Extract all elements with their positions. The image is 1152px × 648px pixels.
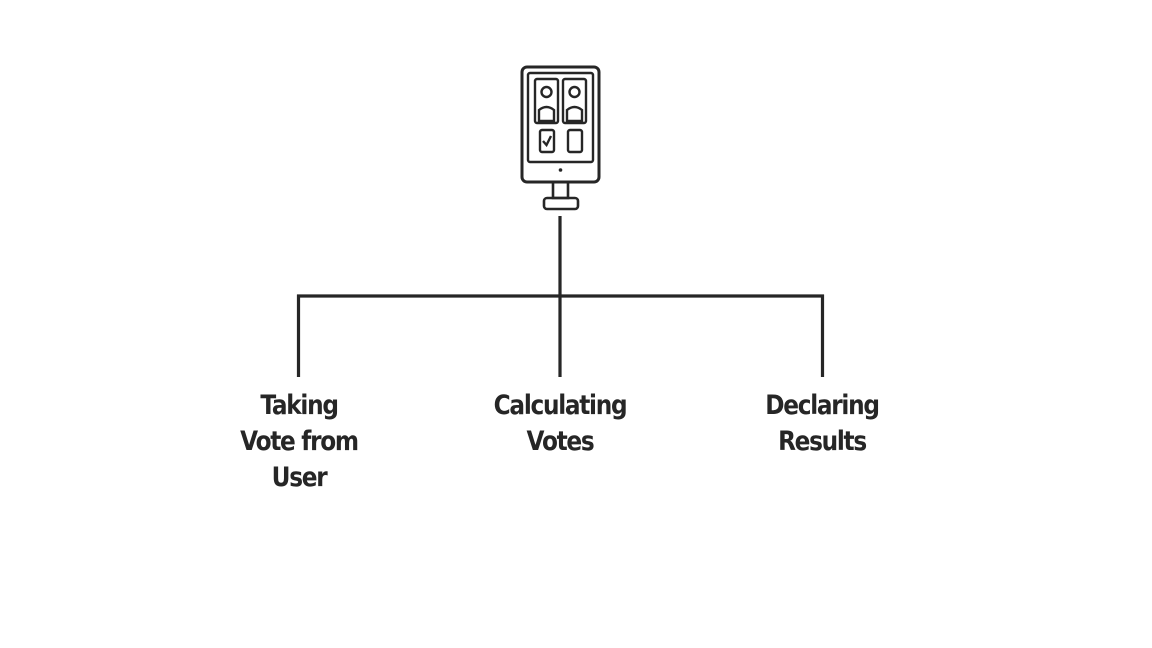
node-label-line: Taking xyxy=(260,390,339,421)
computer-voting-icon xyxy=(520,65,601,211)
node-declaring-results-label: Declaring Results xyxy=(753,388,891,460)
checked-box-icon xyxy=(538,128,556,154)
candidate-card-icon xyxy=(533,77,560,125)
node-taking-vote-label: Taking Vote from User xyxy=(230,388,368,496)
node-label-line: User xyxy=(271,462,328,493)
connector-lines xyxy=(296,216,825,377)
node-label-line: Declaring xyxy=(765,390,880,421)
node-label-line: Calculating xyxy=(493,390,628,421)
node-label-line: Votes xyxy=(526,426,595,457)
empty-box-icon xyxy=(566,128,584,154)
node-label-line: Results xyxy=(778,426,867,457)
candidate-card-icon xyxy=(561,77,588,125)
node-label-line: Vote from xyxy=(240,426,359,457)
node-calculating-votes-label: Calculating Votes xyxy=(491,388,629,460)
